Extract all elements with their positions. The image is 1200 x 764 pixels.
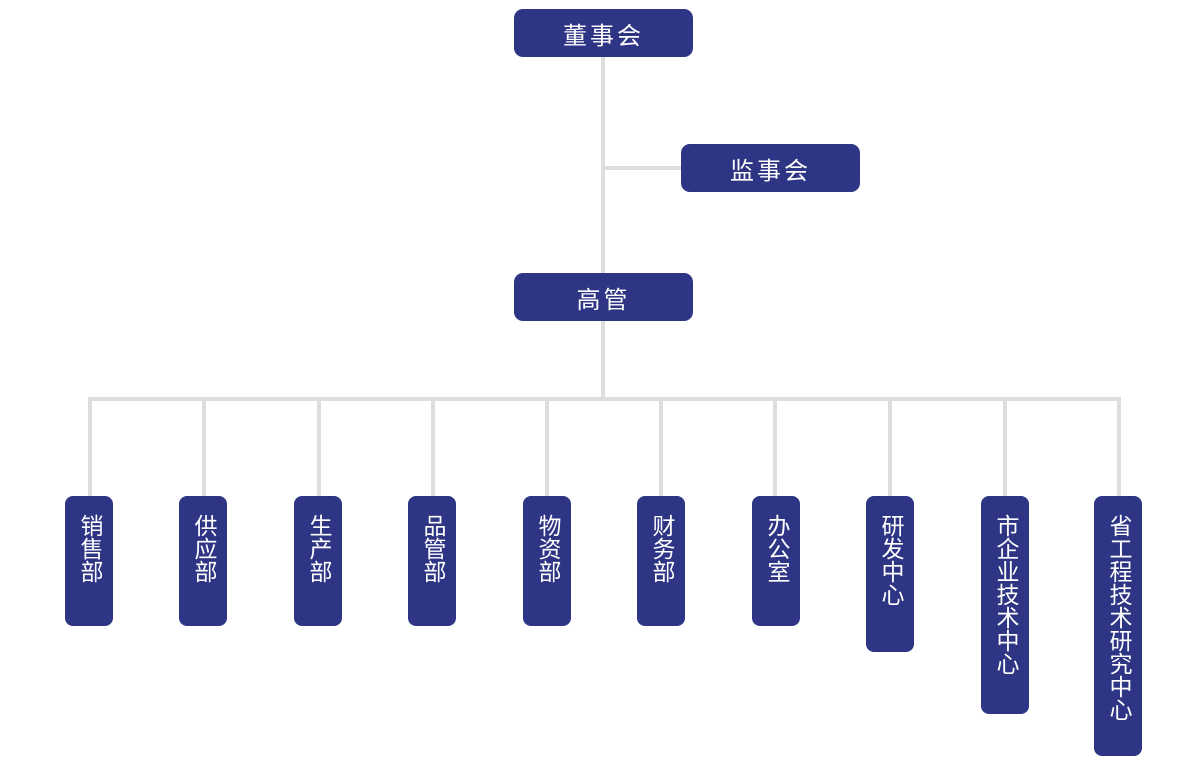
supervisory-board-node: 监事会	[681, 144, 860, 192]
connector-executives-down	[601, 320, 605, 400]
board-node: 董事会	[514, 9, 693, 57]
connector-horizontal-bus	[88, 397, 1121, 401]
executives-node: 高管	[514, 273, 693, 321]
dept-node-supply: 供应部	[179, 496, 227, 626]
dept-node-rd-center: 研发中心	[866, 496, 914, 652]
dept-node-city-tech-center: 市企业技术中心	[981, 496, 1029, 714]
dept-node-materials: 物资部	[523, 496, 571, 626]
connector-dept-4	[431, 397, 435, 497]
connector-dept-2	[202, 397, 206, 497]
dept-node-finance: 财务部	[637, 496, 685, 626]
connector-dept-7	[773, 397, 777, 497]
dept-node-provincial-research-center: 省工程技术研究中心	[1094, 496, 1142, 756]
connector-dept-5	[545, 397, 549, 497]
dept-node-quality: 品管部	[408, 496, 456, 626]
connector-dept-1	[88, 397, 92, 497]
connector-dept-3	[317, 397, 321, 497]
connector-dept-10	[1117, 397, 1121, 497]
connector-dept-6	[659, 397, 663, 497]
connector-dept-8	[888, 397, 892, 497]
dept-node-sales: 销售部	[65, 496, 113, 626]
dept-node-production: 生产部	[294, 496, 342, 626]
connector-board-to-executives	[601, 56, 605, 274]
connector-to-supervisory-board	[603, 166, 683, 170]
dept-node-office: 办公室	[752, 496, 800, 626]
connector-dept-9	[1003, 397, 1007, 497]
